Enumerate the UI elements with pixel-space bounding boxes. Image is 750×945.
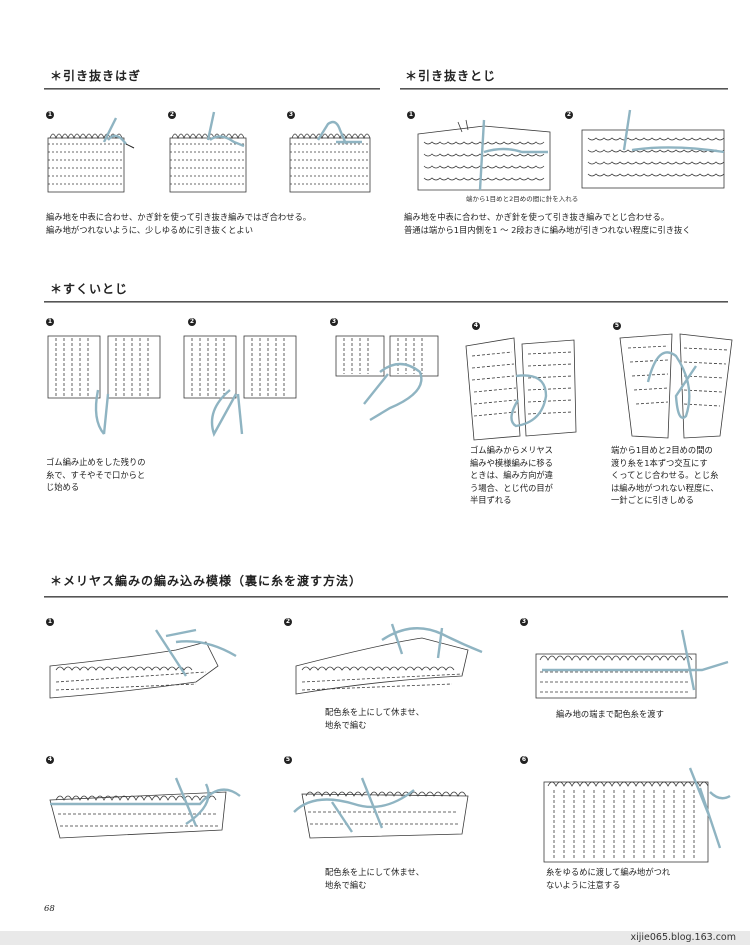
knit-illustration-meriyasu-2	[295, 623, 483, 695]
step-marker: 2	[565, 111, 573, 119]
caption-hikinuki-hagi: 編み地を中表に合わせ、かぎ針を使って引き抜き編みではぎ合わせる。 編み地がつれな…	[46, 211, 376, 236]
caption-line: ゴム編みからメリヤス 編みや模様編みに移る ときは、編み方向が違 う場合、とじ代…	[470, 445, 553, 505]
knit-illustration-toji-1	[417, 119, 551, 191]
knit-illustration-meriyasu-4	[49, 777, 241, 839]
footer-bar: xijie065.blog.163.com	[0, 931, 750, 945]
section-title-sukui-toji: ＊すくいとじ	[50, 282, 129, 296]
caption-line: 端から1目めと2目めの間の 渡り糸を1本ずつ交互にす くってとじ合わせる。とじ糸…	[611, 445, 719, 505]
knit-illustration-sukui-1	[47, 335, 161, 435]
knit-illustration-toji-2	[581, 109, 725, 189]
caption-sukui-1: ゴム編み止めをした残りの 糸で、すそやそで口からと じ始める	[46, 456, 186, 494]
step-marker: 3	[330, 318, 338, 326]
section-rule	[400, 88, 728, 90]
step-marker: 4	[46, 756, 54, 764]
step-marker: 1	[407, 111, 415, 119]
section-title-hikinuki-toji: ＊引き抜きとじ	[405, 69, 497, 83]
knit-illustration-sukui-2	[183, 335, 297, 437]
caption-hikinuki-toji: 編み地を中表に合わせ、かぎ針を使って引き抜き編みでとじ合わせる。 普通は端から1…	[404, 211, 734, 236]
section-rule	[44, 596, 728, 598]
step-marker: 3	[520, 618, 528, 626]
step-marker: 3	[287, 111, 295, 119]
step-marker: 4	[472, 322, 480, 330]
page-number: 68	[44, 904, 55, 914]
note-needle-position: 端から1目めと2目めの間に針を入れる	[466, 195, 579, 203]
section-title-hikinuki-hagi: ＊引き抜きはぎ	[50, 69, 142, 83]
knit-illustration-hagi-1	[47, 117, 135, 193]
section-rule	[44, 301, 728, 303]
footer-url[interactable]: xijie065.blog.163.com	[630, 932, 736, 943]
step-marker: 5	[284, 756, 292, 764]
step-marker: 1	[46, 111, 54, 119]
knit-illustration-meriyasu-6	[543, 767, 731, 863]
knit-illustration-meriyasu-3	[535, 629, 729, 699]
step-marker: 2	[284, 618, 292, 626]
step-marker: 2	[188, 318, 196, 326]
step-marker: 2	[168, 111, 176, 119]
knit-illustration-hagi-2	[169, 111, 247, 193]
knit-illustration-sukui-5	[619, 333, 733, 439]
step-marker: 1	[46, 618, 54, 626]
caption-meriyasu-3: 編み地の端まで配色糸を渡す	[556, 708, 736, 721]
caption-line: 糸をゆるめに渡して編み地がつれ ないように注意する	[546, 867, 671, 890]
caption-line: 編み地を中表に合わせ、かぎ針を使って引き抜き編みではぎ合わせる。 編み地がつれな…	[46, 212, 312, 235]
caption-meriyasu-6: 糸をゆるめに渡して編み地がつれ ないように注意する	[546, 866, 726, 891]
section-title-meriyasu: ＊メリヤス編みの編み込み模様（裏に糸を渡す方法）	[50, 574, 363, 588]
step-marker: 6	[520, 756, 528, 764]
caption-line: ゴム編み止めをした残りの 糸で、すそやそで口からと じ始める	[46, 457, 146, 492]
caption-line: 配色糸を上にして休ませ、 地糸で編む	[325, 867, 425, 890]
step-marker: 5	[613, 322, 621, 330]
caption-line: 編み地を中表に合わせ、かぎ針を使って引き抜き編みでとじ合わせる。 普通は端から1…	[404, 212, 691, 235]
caption-sukui-4: ゴム編みからメリヤス 編みや模様編みに移る ときは、編み方向が違 う場合、とじ代…	[470, 444, 590, 507]
caption-line: 編み地の端まで配色糸を渡す	[556, 709, 664, 719]
caption-meriyasu-2: 配色糸を上にして休ませ、 地糸で編む	[325, 706, 485, 731]
knit-illustration-hagi-3	[289, 120, 371, 193]
caption-sukui-5: 端から1目めと2目めの間の 渡り糸を1本ずつ交互にす くってとじ合わせる。とじ糸…	[611, 444, 741, 507]
section-rule	[44, 88, 380, 90]
caption-line: 配色糸を上にして休ませ、 地糸で編む	[325, 707, 425, 730]
knit-illustration-sukui-4	[465, 337, 577, 441]
knit-illustration-meriyasu-5	[293, 777, 469, 839]
caption-meriyasu-5: 配色糸を上にして休ませ、 地糸で編む	[325, 866, 485, 891]
step-marker: 1	[46, 318, 54, 326]
knit-illustration-sukui-3	[335, 335, 439, 422]
knit-illustration-meriyasu-1	[49, 628, 237, 699]
